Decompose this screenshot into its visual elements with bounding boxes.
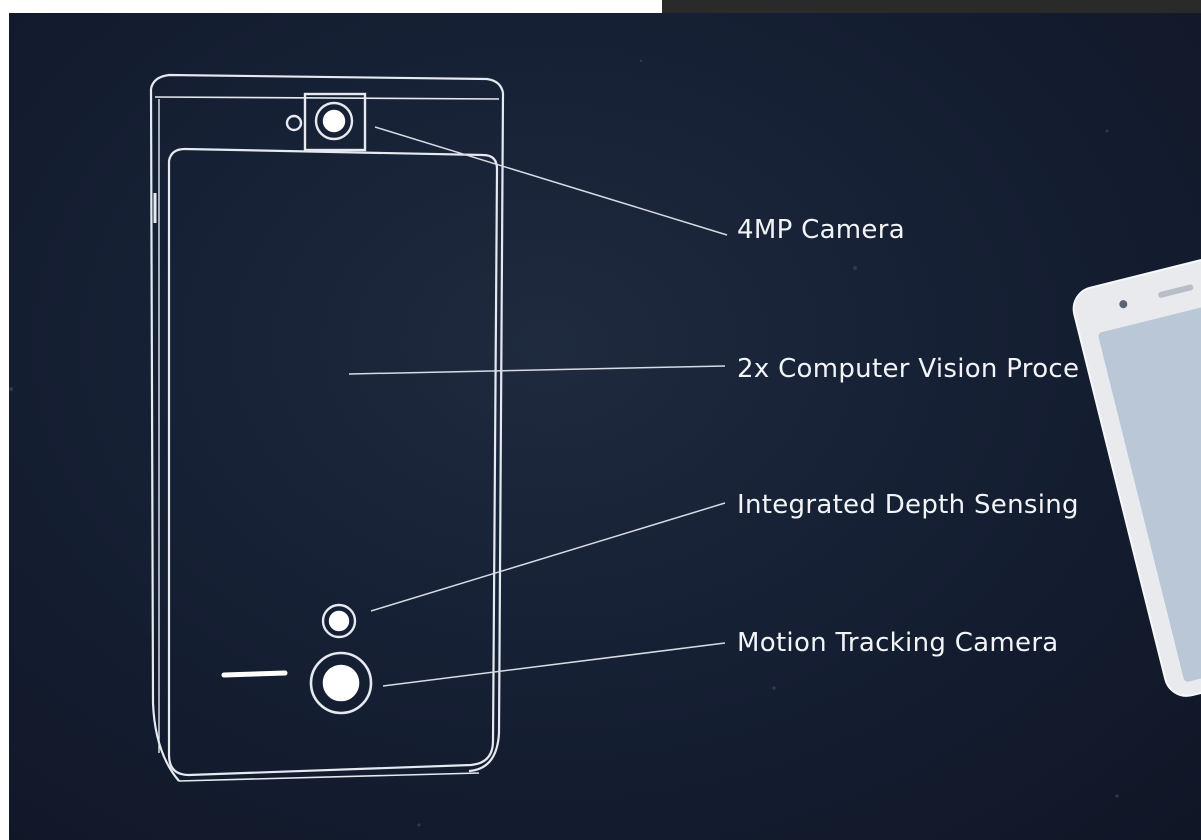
side-device-camera-dot	[1119, 300, 1128, 309]
background-particles	[9, 59, 1119, 827]
leader-line-camera	[374, 126, 728, 236]
camera-flash	[285, 114, 303, 132]
phone-diagram: 4MP Camera 2x Computer Vision Proce Inte…	[9, 59, 1201, 827]
motion-camera-ring	[309, 651, 373, 715]
depth-sensor-lens	[328, 610, 350, 632]
diagram-scene: 4MP Camera 2x Computer Vision Proce Inte…	[9, 13, 1201, 840]
leader-line-motion	[382, 642, 726, 687]
callout-camera: 4MP Camera	[737, 215, 905, 245]
camera-lens-inner	[322, 109, 346, 133]
callout-labels: 4MP Camera 2x Computer Vision Proce Inte…	[737, 215, 1079, 658]
depth-sensor	[321, 603, 357, 639]
phone-bottom-edge	[178, 772, 480, 782]
camera-housing	[303, 92, 367, 152]
side-device	[1072, 241, 1201, 697]
callout-processors: 2x Computer Vision Proce	[737, 354, 1079, 384]
camera-module	[285, 92, 367, 152]
phone-top-edge	[149, 73, 505, 94]
phone-outline	[149, 73, 505, 782]
side-device-screen	[1098, 285, 1201, 682]
phone-back-panel	[167, 147, 499, 777]
phone-top-edge-inner	[154, 96, 500, 100]
speaker-slot	[221, 670, 288, 678]
depth-sensor-ring	[321, 603, 357, 639]
side-device-earpiece	[1158, 284, 1194, 298]
callout-depth: Integrated Depth Sensing	[737, 490, 1079, 520]
callout-motion: Motion Tracking Camera	[737, 628, 1059, 658]
leader-lines	[348, 126, 728, 687]
phone-left-side	[149, 88, 180, 782]
motion-camera-lens	[322, 664, 360, 702]
camera-lens-outer	[314, 101, 354, 141]
top-bar	[662, 0, 1201, 13]
leader-line-processors	[348, 365, 726, 375]
leader-line-depth	[370, 502, 726, 612]
motion-camera	[309, 651, 373, 715]
phone-right-side	[468, 92, 505, 773]
